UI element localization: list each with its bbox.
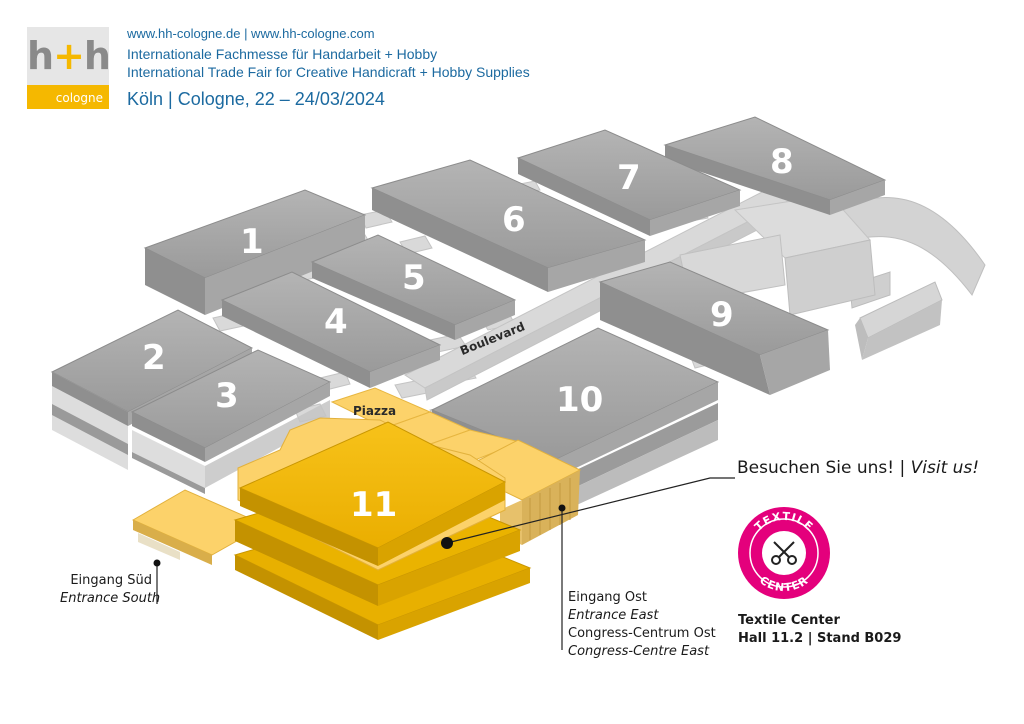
stand-name: Textile Center [738, 613, 840, 628]
visit-us-callout: Besuchen Sie uns! | Visit us! [737, 458, 979, 478]
hall-6[interactable] [370, 159, 647, 292]
header-title-en: International Trade Fair for Creative Ha… [127, 64, 530, 80]
entrance-south-de: Eingang Süd [70, 573, 152, 588]
textile-center-badge[interactable]: TEXTILE CENTER [738, 507, 830, 599]
entrance-east-label: Eingang Ost Entrance East Congress-Centr… [568, 589, 716, 661]
hall-9[interactable] [598, 261, 830, 395]
hall-8-label: 8 [770, 142, 794, 182]
entrance-south-label: Eingang Süd Entrance South [60, 572, 161, 608]
hall-4[interactable] [220, 271, 442, 388]
header-title-de: Internationale Fachmesse für Handarbeit … [127, 46, 438, 62]
hall-3[interactable] [130, 349, 332, 494]
badge-bottom-text: CENTER [757, 574, 810, 595]
entrance-east-marker [558, 504, 566, 512]
hall-11[interactable] [233, 417, 532, 640]
entrance-south-en: Entrance South [60, 591, 161, 606]
hall-4-label: 4 [324, 302, 348, 342]
hall-10-label: 10 [556, 380, 604, 420]
visit-us-de: Besuchen Sie uns! | [737, 458, 906, 478]
entrance-south-marker [153, 559, 161, 567]
piazza-label: Piazza [353, 404, 397, 418]
svg-text:CENTER: CENTER [757, 574, 811, 595]
hall-2-label: 2 [142, 338, 166, 378]
logo-wordmark: h+h [27, 34, 111, 78]
callout-leader-lines [156, 477, 735, 650]
logo-subtitle: cologne [55, 91, 103, 105]
stand-info: Textile Center Hall 11.2 | Stand B029 [738, 612, 901, 648]
entrance-east-en: Entrance East [568, 608, 659, 623]
hall-5[interactable] [310, 234, 517, 340]
hall-9-label: 9 [710, 295, 734, 335]
hh-cologne-logo[interactable]: h+h cologne [27, 27, 111, 109]
visit-us-en: Visit us! [910, 458, 980, 478]
logo-top-panel [27, 27, 109, 85]
scissors-icon [771, 541, 797, 565]
hall-7-label: 7 [617, 158, 641, 198]
congress-centre-en: Congress-Centre East [568, 644, 710, 659]
hall-7[interactable] [516, 129, 742, 236]
header-date: Köln | Cologne, 22 – 24/03/2024 [127, 89, 385, 109]
hall-11-label: 11 [350, 485, 398, 525]
entrance-south-building[interactable] [131, 489, 267, 565]
header-urls[interactable]: www.hh-cologne.de | www.hh-cologne.com [127, 26, 375, 41]
stand-location-marker[interactable] [441, 537, 453, 549]
entrance-east-building[interactable] [458, 439, 582, 545]
entrance-east-de: Eingang Ost [568, 590, 648, 605]
hall-1[interactable] [143, 189, 367, 315]
hall-1-label: 1 [240, 222, 264, 262]
hall-5-label: 5 [402, 258, 426, 298]
hall-8[interactable] [663, 116, 887, 215]
stand-location: Hall 11.2 | Stand B029 [738, 631, 902, 646]
congress-centre-de: Congress-Centrum Ost [568, 626, 716, 641]
hall-3-label: 3 [215, 376, 239, 416]
hall-6-label: 6 [502, 200, 526, 240]
